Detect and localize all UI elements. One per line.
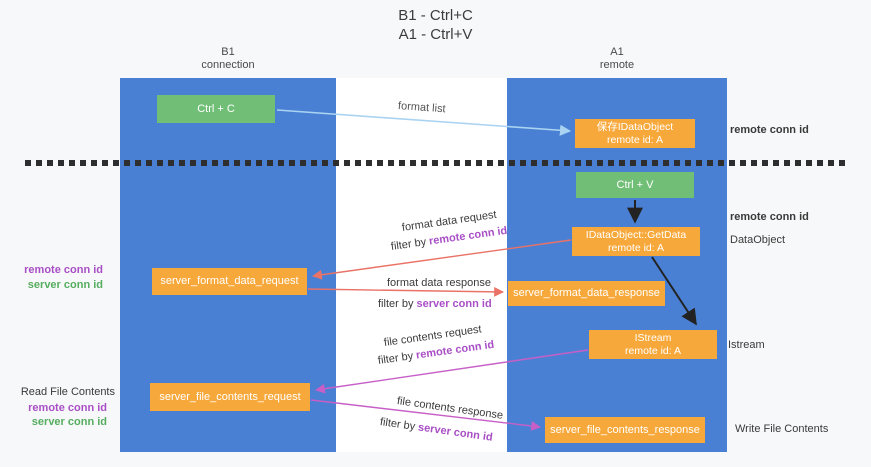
node-server-file-contents-response: server_file_contents_response	[545, 417, 705, 443]
lane-a1-role: remote	[599, 59, 635, 71]
label-remote-conn-id-mid-right: remote conn id	[730, 211, 809, 223]
lane-header-a1: A1 remote	[507, 46, 727, 72]
lane-b1-role: connection	[201, 59, 255, 71]
node-istream-line2: remote id: A	[624, 344, 682, 357]
node-save-idataobject-line1: 保存IDataObject	[596, 121, 674, 133]
node-save-idataobject: 保存IDataObject remote id: A	[575, 119, 695, 148]
node-getdata-line2: remote id: A	[607, 241, 665, 254]
title-line-1: B1 - Ctrl+C	[398, 7, 473, 24]
label-conn-ids-left-bottom: remote conn id server conn id	[28, 401, 107, 429]
diagram-title: B1 - Ctrl+C A1 - Ctrl+V	[0, 6, 871, 44]
label-remote-conn-id-top-right: remote conn id	[730, 124, 809, 136]
node-idataobject-getdata: IDataObject::GetData remote id: A	[572, 227, 700, 256]
label-write-file-contents: Write File Contents	[735, 423, 829, 435]
node-file-response-label: server_file_contents_response	[550, 423, 700, 436]
copy-paste-separator-line	[25, 160, 845, 166]
node-format-request-label: server_format_data_request	[160, 275, 299, 287]
server-conn-id-text: server conn id	[31, 416, 107, 428]
node-getdata-line1: IDataObject::GetData	[585, 229, 687, 241]
node-save-idataobject-line2: remote id: A	[606, 133, 664, 146]
node-ctrl-v: Ctrl + V	[576, 172, 694, 198]
server-conn-id-text: server conn id	[27, 279, 103, 291]
lane-b1-name: B1	[221, 46, 235, 58]
label-read-file-contents: Read File Contents	[20, 386, 115, 398]
server-conn-id-text: server conn id	[416, 298, 492, 310]
node-ctrl-c: Ctrl + C	[157, 95, 275, 123]
node-istream-line1: IStream	[634, 332, 672, 344]
label-conn-ids-left-top: remote conn id server conn id	[24, 263, 103, 293]
node-server-file-contents-request: server_file_contents_request	[150, 383, 310, 411]
label-dataobject: DataObject	[730, 234, 786, 246]
node-format-response-label: server_format_data_response	[513, 287, 660, 299]
filter-by-text: filter by	[378, 298, 414, 310]
node-server-format-data-response: server_format_data_response	[508, 281, 665, 306]
node-istream: IStream remote id: A	[589, 330, 717, 359]
node-file-request-label: server_file_contents_request	[159, 390, 301, 403]
label-format-data-response: format data response	[387, 277, 491, 289]
node-ctrl-v-label: Ctrl + V	[616, 178, 654, 191]
lane-a1-name: A1	[610, 46, 624, 58]
title-line-2: A1 - Ctrl+V	[398, 26, 473, 43]
node-ctrl-c-label: Ctrl + C	[197, 102, 235, 115]
lane-header-b1: B1 connection	[120, 46, 336, 72]
remote-conn-id-text: remote conn id	[24, 264, 103, 276]
remote-conn-id-text: remote conn id	[28, 402, 107, 414]
lane-gap-panel	[336, 78, 507, 452]
node-server-format-data-request: server_format_data_request	[152, 268, 307, 295]
label-istream: Istream	[728, 339, 765, 351]
